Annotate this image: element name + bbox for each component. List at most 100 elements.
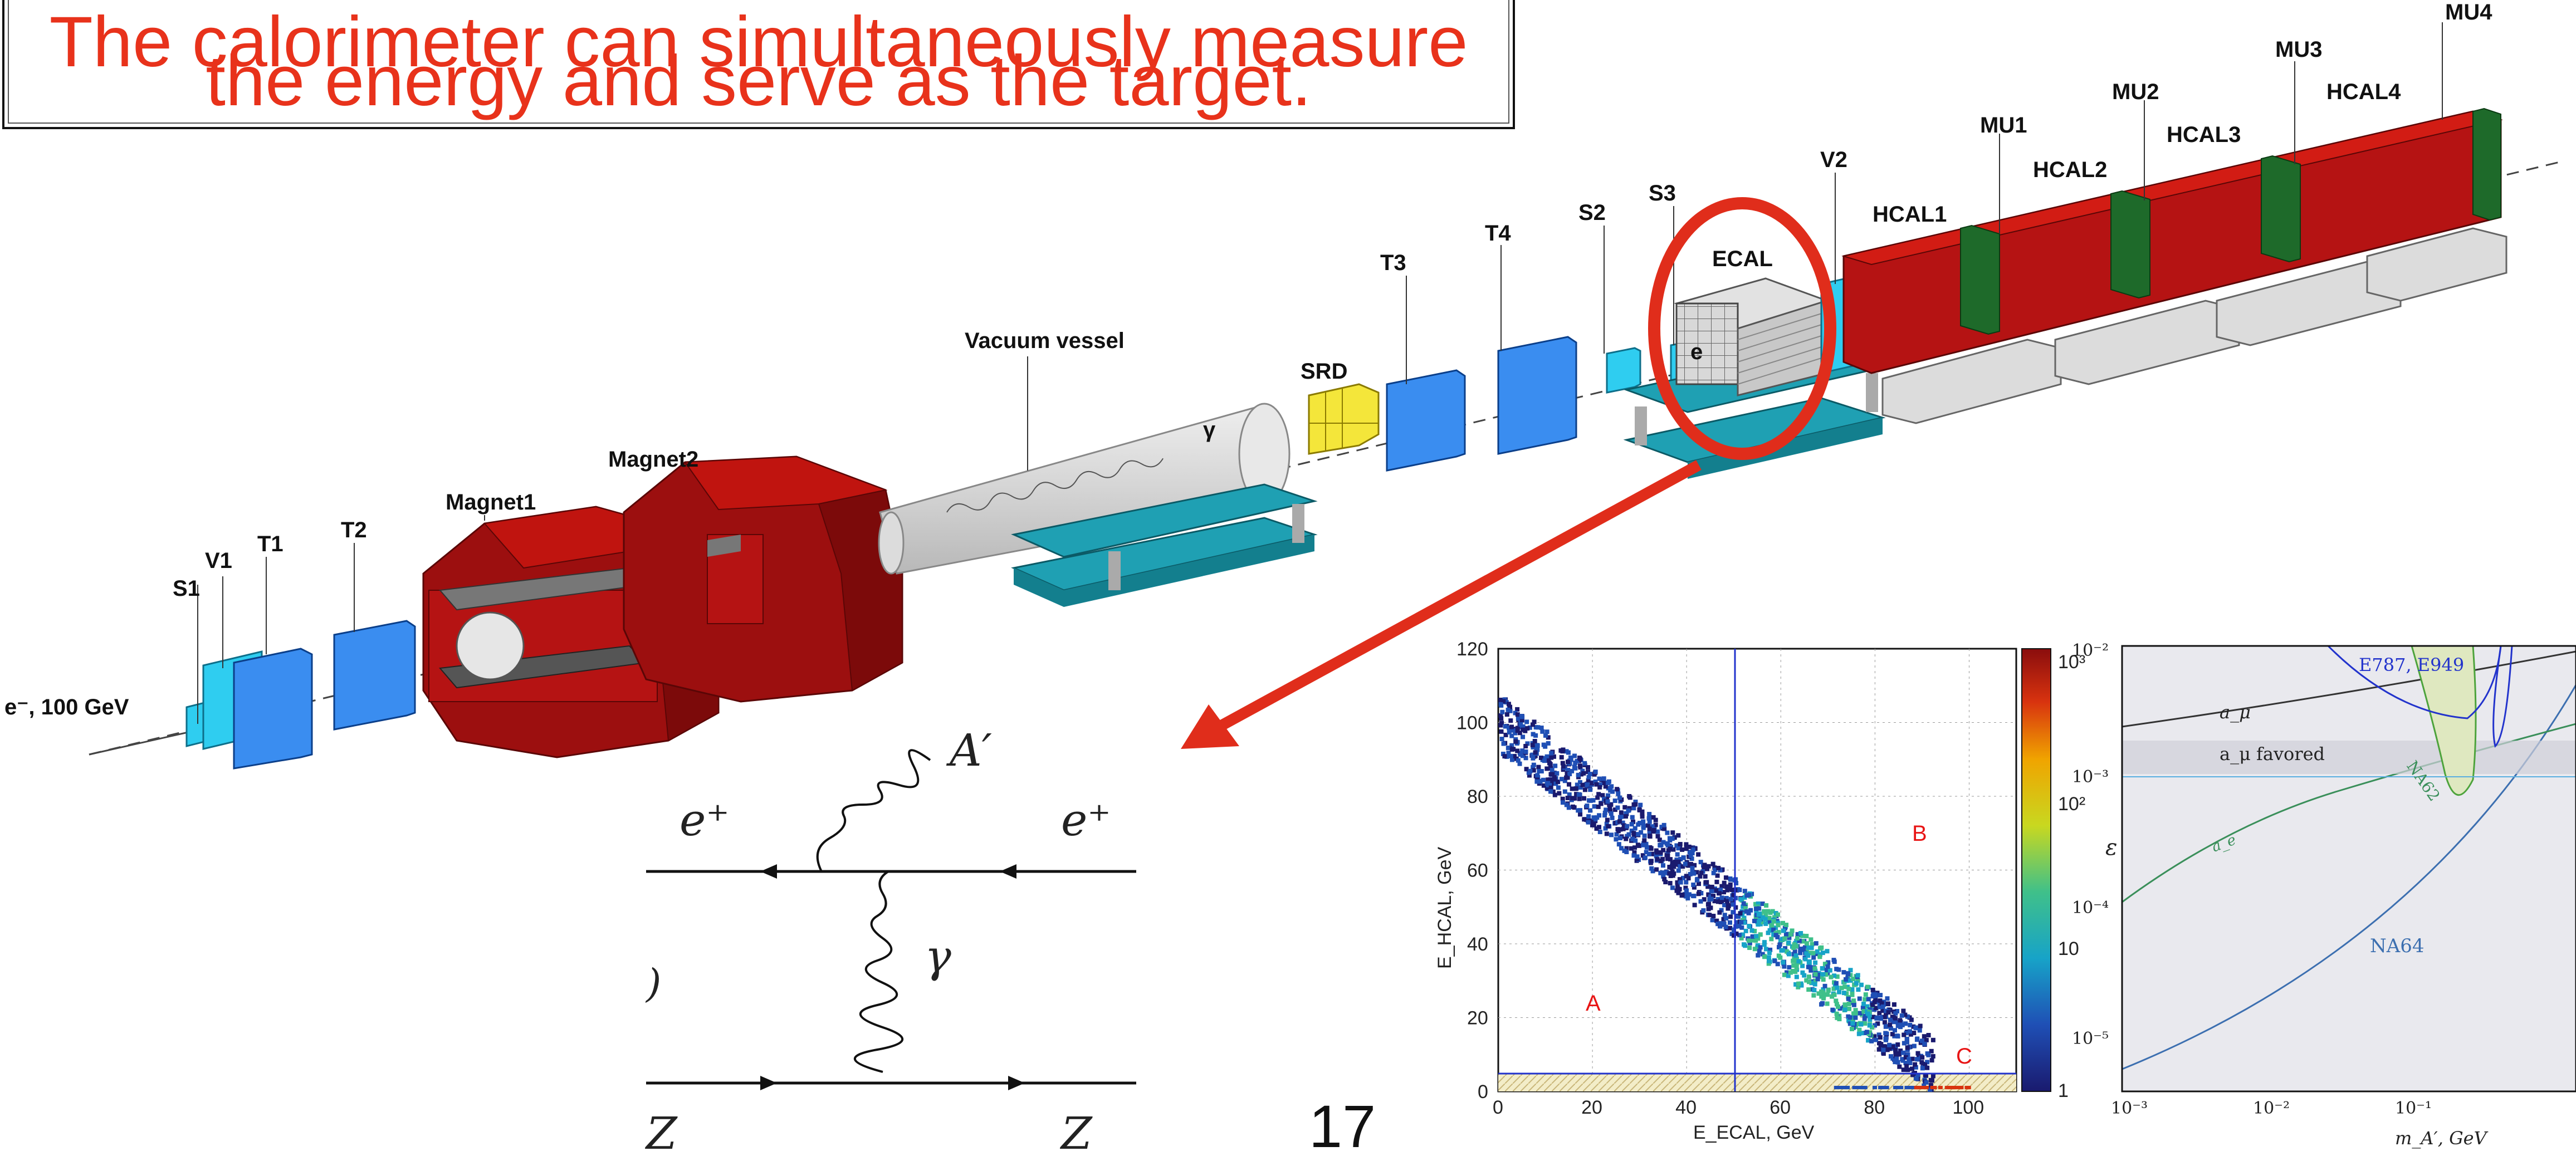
scatter-point: [1718, 887, 1723, 892]
scatter-point: [1503, 724, 1508, 729]
scatter-point: [1544, 766, 1549, 771]
ytick-1e-5: 10⁻⁵: [2072, 1029, 2109, 1049]
scatter-point: [1812, 966, 1817, 971]
scatter-point: [1711, 870, 1716, 875]
scatter-point: [1905, 1067, 1910, 1072]
scatter-point: [1903, 1061, 1908, 1066]
scatter-point: [1876, 1032, 1881, 1037]
scatter-point: [1857, 1027, 1862, 1032]
scatter-point: [1731, 893, 1736, 898]
scatter-point: [1549, 779, 1555, 784]
scatter-point: [1706, 864, 1711, 869]
scatter-point: [1655, 850, 1660, 855]
scatter-point: [1719, 898, 1724, 903]
scatter-point: [1531, 765, 1536, 770]
scatter-point: [1662, 826, 1667, 831]
scatter-point: [1571, 804, 1576, 809]
scatter-point: [1845, 971, 1850, 976]
scatter-point: [1722, 921, 1727, 926]
scatter-point: [1546, 735, 1551, 740]
scatter-point: [1766, 918, 1771, 923]
scatter-point: [1791, 946, 1796, 951]
scatter-point: [1908, 1032, 1913, 1037]
scatter-point: [1923, 1086, 1928, 1090]
callout-box: The calorimeter can simultaneously measu…: [2, 0, 1515, 129]
scatter-point: [1884, 1008, 1889, 1013]
scatter-point: [1834, 967, 1839, 972]
scatter-point: [1562, 789, 1567, 794]
scatter-point: [1822, 962, 1827, 967]
scatter-point: [1605, 817, 1610, 822]
scatter-point: [1909, 1017, 1914, 1022]
scatter-point: [1665, 830, 1670, 835]
s1-label: S1: [173, 576, 200, 601]
scatter-point: [1499, 716, 1504, 721]
scatter-point: [1888, 1026, 1893, 1031]
scatter-point: [1949, 1086, 1954, 1090]
t2-label: T2: [341, 518, 367, 542]
scatter-point: [1657, 837, 1662, 842]
scatter-point: [1532, 738, 1537, 743]
bottom-right-arrow-icon: [1008, 1076, 1025, 1090]
scatter-point: [1568, 755, 1573, 760]
scatter-point: [1824, 968, 1829, 973]
scatter-point: [1630, 836, 1635, 841]
scatter-point: [1692, 863, 1697, 868]
scatter-point: [1925, 1065, 1930, 1070]
scatter-point: [1543, 733, 1548, 738]
scatter-point: [1537, 768, 1542, 773]
scatter-point: [1618, 835, 1623, 840]
scatter-point: [1924, 1080, 1929, 1085]
scatter-point: [1710, 918, 1715, 923]
scatter-point: [1531, 756, 1536, 761]
scatter-point: [1694, 870, 1699, 875]
beam-line-incoming: [89, 728, 201, 756]
scatter-point: [1901, 1008, 1906, 1013]
scatter-point: [1698, 874, 1703, 879]
scatter-point: [1819, 1002, 1824, 1007]
scatter-point: [1638, 802, 1643, 807]
scatter-point: [1668, 881, 1673, 886]
scatter-point: [1678, 842, 1683, 847]
scatter-point: [1855, 973, 1860, 978]
scatter-point: [1518, 752, 1523, 757]
scatter-point: [1834, 981, 1839, 986]
scatter-point: [1796, 981, 1801, 986]
scatter-point: [1885, 996, 1890, 1001]
scatter-point: [1737, 924, 1742, 929]
scatter-point: [1787, 935, 1792, 940]
scatter-point: [1707, 913, 1712, 918]
scatter-point: [1865, 1009, 1870, 1014]
scatter-point: [1614, 832, 1619, 837]
scatter-point: [1880, 1004, 1885, 1009]
scatter-point: [1898, 1018, 1903, 1023]
scatter-point: [1507, 726, 1512, 731]
region-c-label: C: [1956, 1044, 1972, 1069]
scatter-point: [1825, 1001, 1830, 1006]
scatter-point: [1597, 776, 1602, 781]
scatter-point: [1830, 1007, 1835, 1012]
scatter-point: [1684, 842, 1689, 847]
scatter-point: [1588, 787, 1593, 792]
scatter-point: [1914, 1086, 1919, 1090]
scatter-point: [1713, 868, 1718, 873]
scatter-point: [1915, 1057, 1920, 1062]
scatter-point: [1661, 873, 1666, 878]
scatter-point: [1530, 752, 1535, 757]
scatter-point: [1586, 820, 1591, 825]
scatter-point: [1820, 951, 1825, 956]
scatter-point: [1615, 787, 1620, 792]
scatter-point: [1851, 1011, 1856, 1016]
scatter-point: [1851, 998, 1856, 1003]
scatter-point: [1743, 906, 1748, 911]
scatter-point: [1743, 928, 1748, 933]
s2-counter: S2: [1578, 200, 1641, 394]
scatter-point: [1515, 707, 1520, 712]
scatter-point: [1751, 938, 1756, 943]
scatter-point: [1928, 1082, 1933, 1087]
scatter-point: [1536, 765, 1541, 770]
scatter-point: [1546, 741, 1551, 746]
scatter-point: [1622, 825, 1627, 830]
scatter-point: [1521, 727, 1526, 732]
scatter-point: [1863, 992, 1868, 997]
